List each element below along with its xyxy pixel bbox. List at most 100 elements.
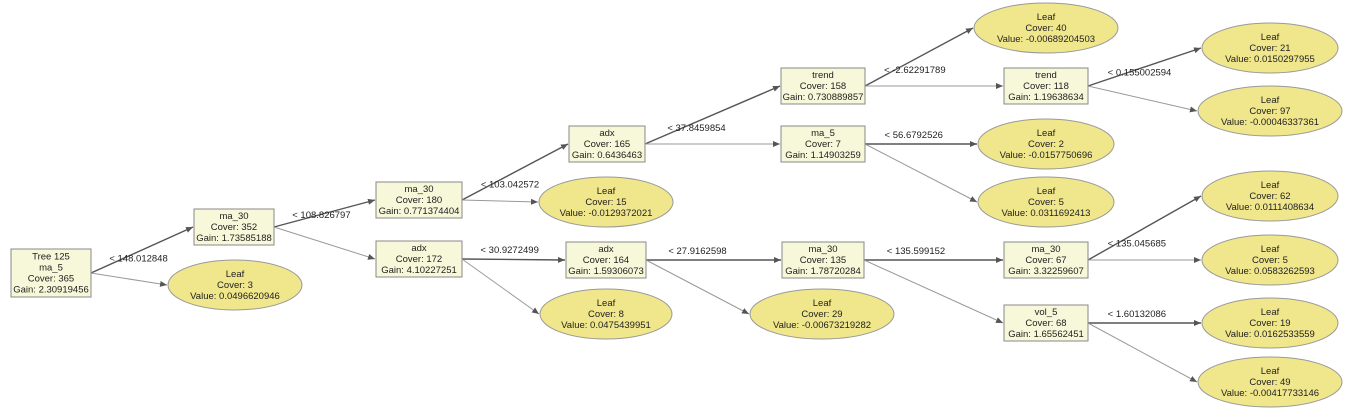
- split-box: [780, 125, 866, 163]
- leaf-ellipse: [1197, 85, 1343, 137]
- edge-condition-label: < 135.045685: [1108, 238, 1166, 249]
- node-stat: Cover: 49: [1249, 377, 1290, 388]
- edge-no-arrow: [645, 259, 750, 315]
- node-stat: Cover: 164: [583, 255, 629, 266]
- leaf-ellipse: [1201, 234, 1339, 286]
- node-stat: Cover: 7: [805, 139, 841, 150]
- node-stat: Value: 0.0162533559: [1225, 329, 1315, 340]
- node-stat: Cover: 2: [1028, 139, 1064, 150]
- edge-yes-arrow: [1087, 47, 1202, 87]
- node-stat: Gain: 1.19638634: [1008, 92, 1084, 103]
- node-stat: Value: 0.0583262593: [1225, 266, 1315, 277]
- edge-yes-arrow: [461, 143, 569, 201]
- node-title: Leaf: [1261, 32, 1280, 43]
- split-box: [780, 67, 866, 105]
- edge-condition-label: < 1.60132086: [1108, 309, 1166, 320]
- edge-yes-arrow: [644, 85, 781, 145]
- node-stat: Cover: 365: [28, 274, 74, 285]
- node-stat: Cover: 165: [584, 139, 630, 150]
- node-stat: Cover: 40: [1025, 23, 1066, 34]
- node-title: Leaf: [1261, 366, 1280, 377]
- edge-no-arrow: [90, 272, 168, 287]
- leaf-ellipse: [539, 288, 673, 340]
- node-stat: Cover: 67: [1025, 255, 1066, 266]
- node-title: adx: [411, 243, 427, 254]
- edge-condition-label: < 27.9162598: [668, 246, 726, 257]
- edge-no-arrow: [1087, 85, 1198, 113]
- split-box: [781, 241, 865, 279]
- edge-condition-label: < 0.155002594: [1108, 67, 1172, 78]
- split-box: [565, 241, 647, 279]
- node-stat: Gain: 1.59306073: [568, 266, 644, 277]
- leaf-ellipse: [167, 259, 303, 311]
- leaf-ellipse: [749, 288, 895, 340]
- node-stat: Gain: 0.6436463: [572, 150, 642, 161]
- edge-yes-arrow: [1087, 195, 1202, 261]
- edge-yes-arrow: [461, 256, 566, 263]
- edge-yes-arrow: [864, 27, 974, 87]
- split-box: [1003, 67, 1089, 105]
- node-title: Leaf: [597, 298, 616, 309]
- edge-no-arrow: [1087, 322, 1198, 383]
- node-stat: Cover: 29: [801, 309, 842, 320]
- node-title: Leaf: [1037, 186, 1056, 197]
- node-stat: Cover: 21: [1249, 43, 1290, 54]
- node-title: Leaf: [1037, 12, 1056, 23]
- node-stat: Cover: 3: [217, 280, 253, 291]
- leaf-ellipse: [1201, 297, 1339, 349]
- edges-layer: < 148.012848< 108.826797< 103.042572< 30…: [90, 27, 1202, 383]
- node-title: Leaf: [597, 186, 616, 197]
- node-stat: Cover: 15: [585, 197, 626, 208]
- node-title: adx: [598, 244, 614, 255]
- node-stat: Value: -0.0129372021: [560, 208, 653, 219]
- node-title: Leaf: [1261, 244, 1280, 255]
- node-title: Leaf: [1037, 128, 1056, 139]
- node-stat: Cover: 19: [1249, 318, 1290, 329]
- edge-no-arrow: [461, 198, 539, 205]
- node-stat: Cover: 62: [1249, 191, 1290, 202]
- node-title: adx: [599, 128, 615, 139]
- leaf-ellipse: [977, 118, 1115, 170]
- leaf-ellipse: [1201, 22, 1339, 74]
- edge-condition-label: < 56.6792526: [885, 130, 943, 141]
- node-stat: Gain: 2.30919456: [13, 285, 89, 296]
- node-stat: Gain: 0.730889857: [783, 92, 864, 103]
- leaf-ellipse: [973, 2, 1119, 54]
- edge-yes-arrow: [90, 226, 194, 274]
- node-stat: Value: -0.00046337361: [1221, 117, 1319, 128]
- node-stat: Cover: 172: [396, 254, 442, 265]
- node-stat: Gain: 1.78720284: [785, 266, 861, 277]
- node-stat: Value: -0.00673219282: [773, 320, 871, 331]
- node-stat: Gain: 1.73585188: [196, 233, 272, 244]
- node-stat: Cover: 5: [1252, 255, 1288, 266]
- edge-no-arrow: [461, 258, 540, 315]
- node-stat: Gain: 3.32259607: [1008, 266, 1084, 277]
- node-stat: Value: -0.0157750696: [1000, 150, 1093, 161]
- edge-no-arrow: [863, 259, 1004, 324]
- edge-condition-label: < -2.62291789: [884, 65, 946, 76]
- leaf-ellipse: [977, 176, 1115, 228]
- node-stat: Value: 0.0150297955: [1225, 54, 1315, 65]
- node-stat: Cover: 158: [800, 81, 846, 92]
- edge-condition-label: < 30.9272499: [480, 245, 538, 256]
- node-title: Leaf: [813, 298, 832, 309]
- node-stat: Cover: 97: [1249, 106, 1290, 117]
- node-title: vol_5: [1035, 307, 1058, 318]
- node-stat: Gain: 1.65562451: [1008, 329, 1084, 340]
